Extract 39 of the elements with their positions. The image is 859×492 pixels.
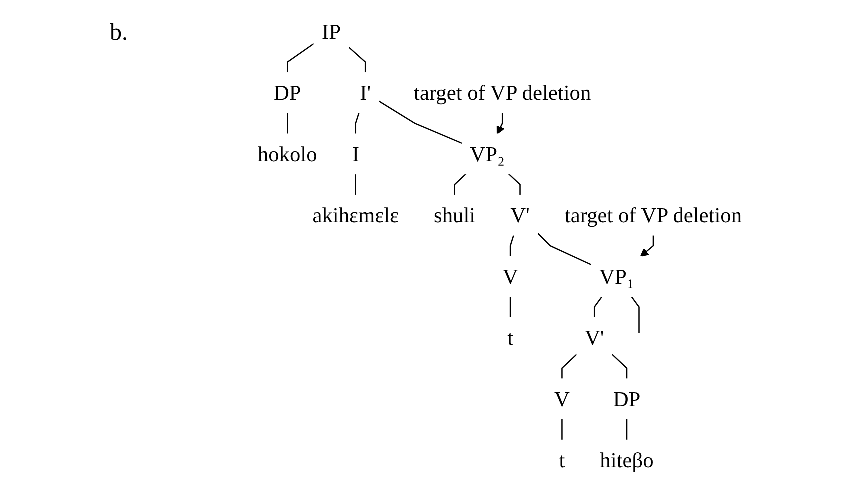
connector bbox=[537, 232, 592, 266]
node-text: DP bbox=[274, 80, 302, 106]
node-text: DP bbox=[613, 386, 641, 412]
node-text: target of VP deletion bbox=[414, 80, 592, 106]
connector bbox=[355, 112, 360, 134]
arrow bbox=[496, 112, 505, 135]
node-text: I bbox=[352, 142, 360, 166]
node-text: target of VP deletion bbox=[564, 203, 742, 228]
node-text: shuli bbox=[434, 203, 476, 228]
node-text: V bbox=[502, 264, 518, 289]
node-text: IP bbox=[322, 20, 341, 44]
node-text: hiteβo bbox=[600, 448, 654, 472]
connector bbox=[510, 235, 515, 257]
connector bbox=[510, 296, 512, 318]
connector bbox=[612, 354, 628, 380]
connector bbox=[348, 46, 366, 73]
node-text: V bbox=[554, 386, 570, 412]
connector bbox=[287, 43, 315, 73]
node-text: I' bbox=[360, 80, 372, 106]
connector bbox=[378, 100, 463, 144]
node-text: t bbox=[508, 326, 514, 350]
node-text: hokolo bbox=[258, 142, 318, 166]
node-text: t bbox=[559, 448, 566, 472]
connector bbox=[454, 174, 467, 196]
item-label: b. bbox=[110, 20, 128, 47]
connector bbox=[287, 112, 288, 134]
connector bbox=[508, 174, 521, 196]
connector bbox=[626, 419, 628, 440]
node-text: VP₁ bbox=[600, 264, 634, 289]
node-text: VP₂ bbox=[470, 142, 505, 166]
arrow bbox=[640, 235, 654, 258]
connector bbox=[355, 174, 357, 196]
connector bbox=[630, 296, 640, 334]
connector bbox=[562, 419, 563, 440]
connector bbox=[594, 296, 603, 318]
connector bbox=[562, 354, 578, 380]
node-text: V' bbox=[510, 203, 530, 228]
node-text: akihɛmɛlɛ bbox=[312, 203, 400, 228]
node-text: V' bbox=[584, 326, 604, 350]
